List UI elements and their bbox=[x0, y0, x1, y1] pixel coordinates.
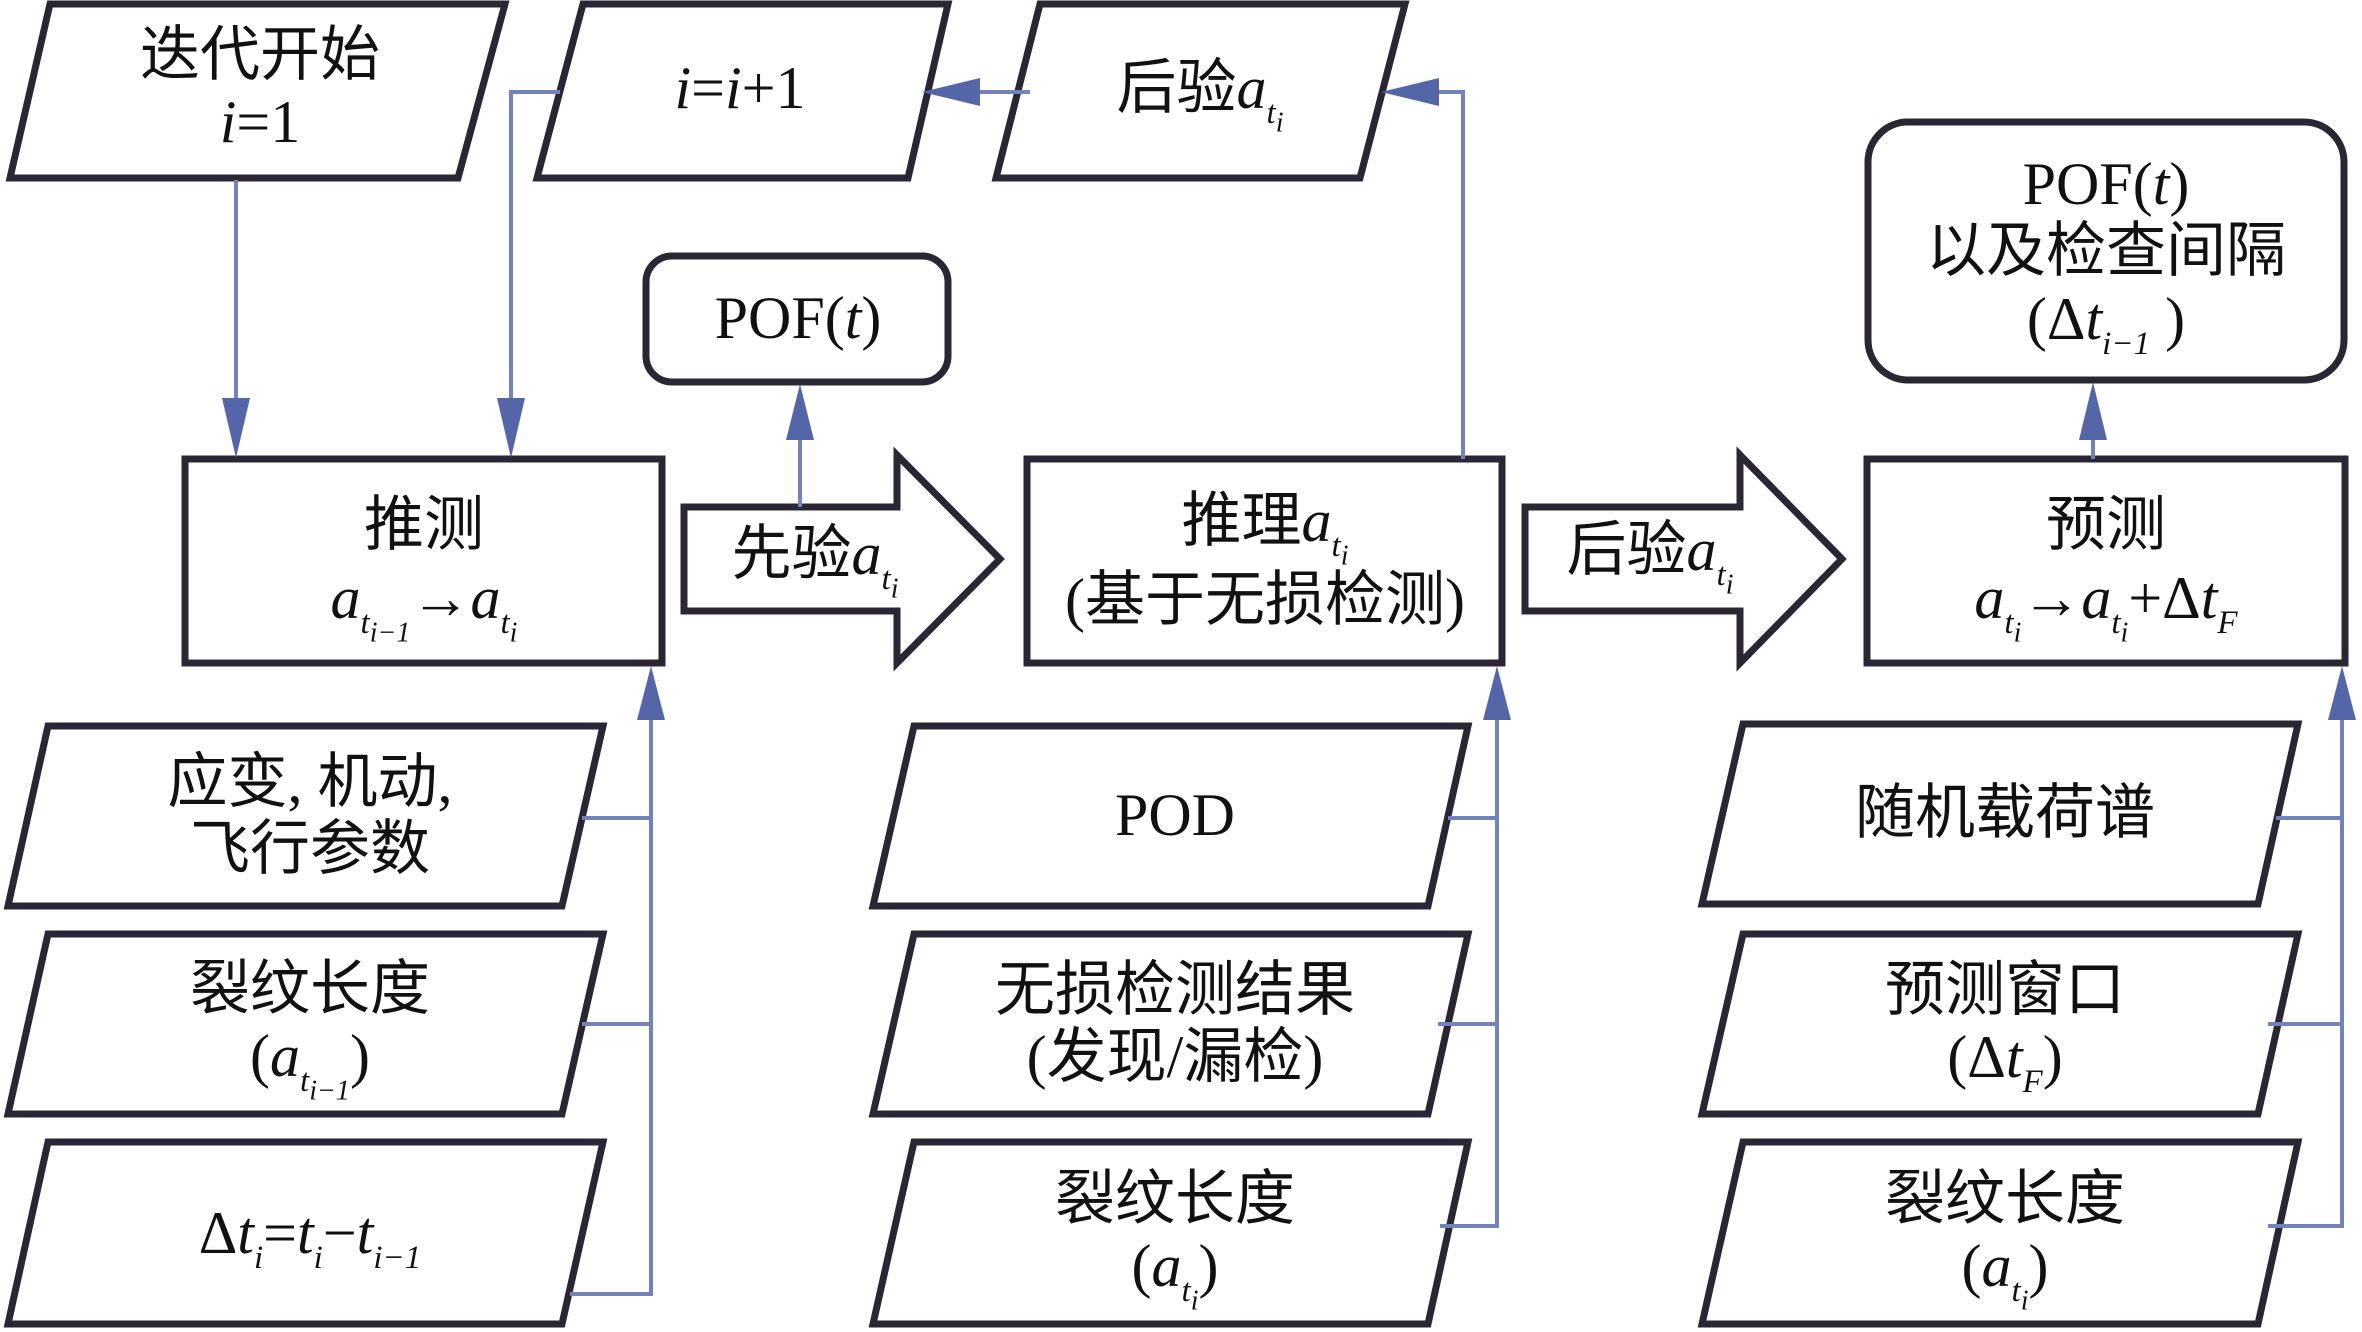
node-predict: 预测 ati→ati+ΔtF bbox=[1872, 470, 2340, 656]
estimate-shape bbox=[181, 455, 666, 667]
estimate-title: 推测 bbox=[364, 492, 484, 559]
input-left-3-expr: Δti=ti−ti−1 bbox=[198, 1200, 422, 1277]
input-mid-2-line1: 无损检测结果 bbox=[995, 956, 1355, 1023]
reasoning-title: 推理ati bbox=[1181, 488, 1349, 572]
node-posterior-top: 后验ati bbox=[1020, 14, 1380, 164]
input-left-3-shape bbox=[3, 1138, 608, 1328]
posterior-block-arrow bbox=[1521, 446, 1847, 672]
node-estimate: 推测 ati−1→ati bbox=[190, 470, 658, 656]
pof-mid-shape bbox=[642, 252, 952, 386]
reasoning-subtitle: (基于无损检测) bbox=[1065, 566, 1465, 633]
input-mid-3: 裂纹长度 (ati) bbox=[905, 1150, 1445, 1318]
input-left-1-shape bbox=[3, 722, 608, 910]
input-mid-1-shape bbox=[868, 722, 1473, 910]
pof-right-line1: POF(t) bbox=[2022, 151, 2190, 218]
increment-shape bbox=[532, 0, 953, 182]
node-iter-start: 迭代开始 i=1 bbox=[60, 14, 460, 164]
connector-increment-to-estimate bbox=[509, 90, 560, 420]
input-left-2-shape bbox=[3, 930, 608, 1118]
connector-reasoning-to-posterior bbox=[1420, 90, 1465, 459]
reasoning-shape bbox=[1023, 455, 1506, 667]
iter-start-shape bbox=[5, 0, 510, 182]
predict-title: 预测 bbox=[2046, 492, 2166, 559]
connectors bbox=[222, 78, 2356, 1296]
input-mid-3-shape bbox=[868, 1138, 1473, 1328]
input-right-2-line1: 预测窗口 bbox=[1885, 956, 2125, 1023]
arrowhead-up-icon bbox=[786, 384, 814, 440]
input-right-2-shape bbox=[1697, 930, 2303, 1118]
predict-shape bbox=[1863, 455, 2349, 667]
pof-right-line2: 以及检查间隔 bbox=[1926, 218, 2286, 285]
input-right-2-line2: (ΔtF) bbox=[1947, 1024, 2063, 1100]
input-left-2: 裂纹长度 (ati−1) bbox=[40, 940, 580, 1108]
arrowhead-up-icon bbox=[637, 666, 665, 720]
input-right-3-shape bbox=[1697, 1138, 2303, 1328]
input-mid-2-line2: (发现/漏检) bbox=[1026, 1024, 1324, 1090]
input-mid-1: POD bbox=[905, 732, 1445, 900]
arrowhead-down-icon bbox=[497, 398, 525, 458]
input-right-2: 预测窗口 (ΔtF) bbox=[1735, 940, 2275, 1108]
iter-start-title: 迭代开始 bbox=[140, 21, 380, 88]
bus-mid-vertical bbox=[1440, 720, 1499, 1228]
input-mid-3-line2: (ati) bbox=[1131, 1233, 1219, 1317]
arrowhead-up-icon bbox=[2328, 666, 2356, 720]
input-right-1: 随机载荷谱 bbox=[1735, 730, 2275, 898]
input-mid-3-line1: 裂纹长度 bbox=[1055, 1166, 1295, 1233]
pof-mid-text: POF(t) bbox=[714, 285, 882, 352]
posterior-arrow-text: 后验ati bbox=[1566, 516, 1734, 601]
arrowhead-up-icon bbox=[2079, 382, 2107, 440]
input-mid-2: 无损检测结果 (发现/漏检) bbox=[905, 940, 1445, 1108]
input-right-3: 裂纹长度 (ati) bbox=[1735, 1150, 2275, 1318]
arrowhead-down-icon bbox=[222, 398, 250, 458]
input-left-1-line1: 应变, 机动, bbox=[167, 748, 453, 815]
arrowhead-left-icon bbox=[922, 78, 980, 106]
posterior-top-shape bbox=[991, 0, 1410, 182]
bus-left-vertical bbox=[570, 720, 653, 1296]
arrowhead-left-icon bbox=[1381, 78, 1439, 106]
estimate-expr: ati−1→ati bbox=[330, 565, 518, 649]
pof-right-shape bbox=[1864, 118, 2348, 384]
input-left-1-line2: 飞行参数 bbox=[190, 816, 430, 882]
predict-expr: ati→ati+ΔtF bbox=[1974, 565, 2238, 649]
pof-right-line3: (Δti−1 ) bbox=[2026, 285, 2186, 362]
node-reasoning: 推理ati (基于无损检测) bbox=[1030, 466, 1500, 656]
node-pof-mid: POF(t) bbox=[650, 258, 946, 380]
input-mid-2-shape bbox=[868, 930, 1473, 1118]
input-left-1: 应变, 机动, 飞行参数 bbox=[40, 732, 580, 900]
input-right-3-line1: 裂纹长度 bbox=[1885, 1166, 2125, 1233]
iter-start-expr: i=1 bbox=[219, 89, 301, 155]
bus-right-vertical bbox=[2268, 720, 2344, 1228]
input-left-3: Δti=ti−ti−1 bbox=[40, 1150, 580, 1318]
prior-arrow-text: 先验ati bbox=[731, 520, 899, 605]
input-left-2-line1: 裂纹长度 bbox=[190, 956, 430, 1023]
input-left-2-line2: (ati−1) bbox=[250, 1023, 370, 1107]
increment-expr: i=i+1 bbox=[674, 55, 806, 122]
input-mid-1-line1: POD bbox=[1114, 782, 1236, 849]
prior-block-arrow bbox=[680, 446, 1005, 672]
posterior-top-text: 后验ati bbox=[1116, 54, 1284, 139]
arrowhead-up-icon bbox=[1483, 666, 1511, 720]
node-increment: i=i+1 bbox=[570, 14, 910, 164]
input-right-1-shape bbox=[1697, 720, 2303, 908]
node-pof-right: POF(t) 以及检查间隔 (Δti−1 ) bbox=[1870, 128, 2342, 376]
input-right-3-line2: (ati) bbox=[1961, 1233, 2049, 1317]
input-right-1-line1: 随机载荷谱 bbox=[1855, 780, 2155, 847]
label-posterior-arrow: 后验ati bbox=[1530, 496, 1770, 606]
label-prior-arrow: 先验ati bbox=[700, 500, 930, 610]
